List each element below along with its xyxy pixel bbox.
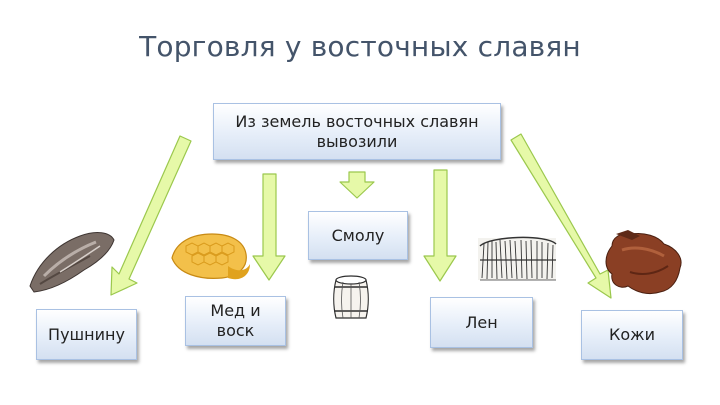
hides-box: Кожи bbox=[581, 310, 683, 360]
arrow-to-hides bbox=[510, 133, 612, 299]
arrow-to-honey-wax bbox=[252, 173, 286, 281]
resin-box: Смолу bbox=[308, 211, 408, 260]
top-box-line-1: Из земель восточных славян bbox=[235, 111, 479, 131]
honeycomb-image bbox=[171, 233, 250, 280]
leather-hide-image bbox=[605, 230, 682, 295]
fur-pelt-image bbox=[29, 232, 115, 293]
slide-title: Торговля у восточных славян bbox=[139, 30, 581, 63]
furs-box: Пушнину bbox=[36, 309, 137, 360]
honey-wax-line-1: Мед и bbox=[210, 301, 261, 320]
top-box: Из земель восточных славян вывозили bbox=[213, 103, 501, 160]
top-box-line-2: вывозили bbox=[316, 131, 398, 151]
arrow-to-furs bbox=[110, 135, 192, 296]
flax-box: Лен bbox=[430, 297, 533, 348]
barrel-image bbox=[333, 275, 369, 319]
flax-sheaf-image bbox=[478, 236, 557, 281]
flax-label: Лен bbox=[465, 312, 498, 332]
hides-label: Кожи bbox=[609, 325, 655, 344]
furs-label: Пушнину bbox=[48, 324, 125, 344]
resin-label: Смолу bbox=[331, 225, 385, 245]
arrow-to-flax bbox=[423, 169, 457, 282]
honey-wax-box: Мед и воск bbox=[185, 296, 286, 346]
arrow-to-resin bbox=[339, 171, 375, 199]
honey-wax-line-2: воск bbox=[216, 321, 255, 340]
